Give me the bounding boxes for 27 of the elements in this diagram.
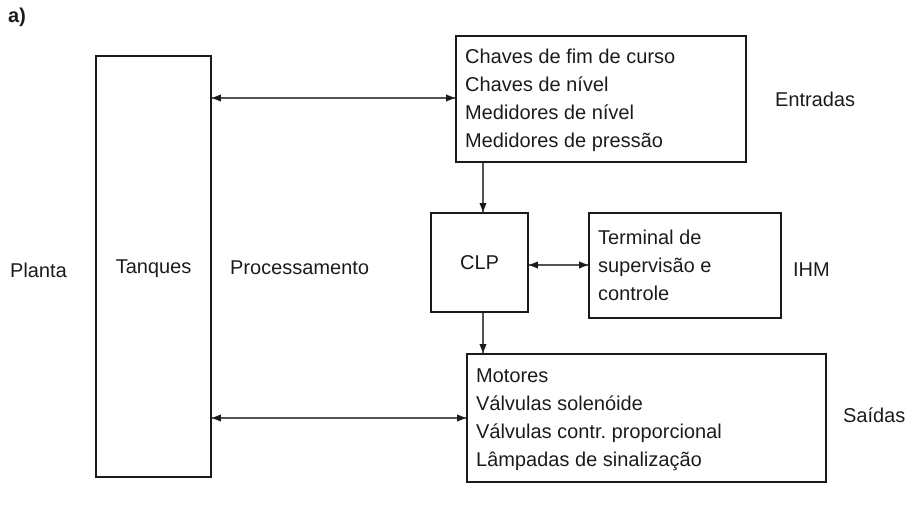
process-box xyxy=(455,35,747,163)
side-label: IHM xyxy=(793,258,830,282)
box-text: Motores xyxy=(476,364,548,389)
arrow xyxy=(479,163,487,212)
process-box xyxy=(95,55,212,478)
side-label: Planta xyxy=(10,259,67,283)
side-label: Entradas xyxy=(775,88,856,112)
box-text: Tanques xyxy=(116,254,192,280)
box-text: Chaves de nível xyxy=(465,73,608,98)
arrow xyxy=(212,94,455,102)
process-box xyxy=(588,212,782,319)
arrow xyxy=(212,414,466,422)
box-text: Medidores de nível xyxy=(465,101,634,126)
arrow xyxy=(479,313,487,353)
box-text: Terminal de supervisão e controle xyxy=(598,226,712,306)
panel-label: a) xyxy=(8,4,26,28)
box-text: Medidores de pressão xyxy=(465,129,663,154)
process-box xyxy=(466,353,827,483)
box-text: CLP xyxy=(460,250,499,276)
box-text: Chaves de fim de curso xyxy=(465,45,676,70)
process-box xyxy=(430,212,529,313)
side-label: Saídas xyxy=(843,404,906,428)
box-text: Válvulas contr. proporcional xyxy=(476,420,722,445)
arrow xyxy=(529,261,588,269)
box-text: Lâmpadas de sinalização xyxy=(476,448,702,473)
box-text: Válvulas solenóide xyxy=(476,392,643,417)
section-label: Processamento xyxy=(230,256,369,280)
